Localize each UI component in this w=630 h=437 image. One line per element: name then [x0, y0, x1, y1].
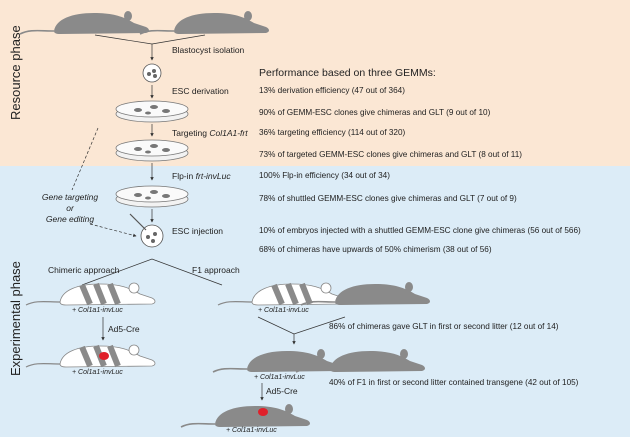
- injection-embryo-icon: [140, 224, 164, 248]
- esc-dish-3: [115, 185, 189, 208]
- perf-row: 90% of GEMM-ESC clones give chimeras and…: [259, 108, 491, 117]
- gene-targeting-label: Gene targeting or Gene editing: [41, 192, 99, 224]
- perf-row: 78% of shuttled GEMM-ESC clones give chi…: [259, 194, 517, 203]
- caption-f1-tumor: + Col1a1-invLuc: [226, 427, 277, 434]
- caption-f1-offspring: + Col1a1-invLuc: [254, 374, 305, 381]
- step-esc-injection: ESC injection: [172, 226, 224, 236]
- donor-mouse-2: [139, 10, 270, 35]
- step-blastocyst-isolation: Blastocyst isolation: [172, 45, 245, 55]
- injection-needle-icon: [129, 213, 147, 231]
- caption-f1: + Col1a1-invLuc: [258, 307, 309, 314]
- perf-row: 86% of chimeras gave GLT in first or sec…: [329, 322, 559, 331]
- blastocyst-icon: [142, 63, 162, 83]
- perf-row: 68% of chimeras have upwards of 50% chim…: [259, 245, 492, 254]
- perf-row: 40% of F1 in first or second litter cont…: [329, 378, 579, 387]
- chimeric-mouse: [26, 283, 155, 305]
- step-esc-derivation: ESC derivation: [172, 86, 229, 96]
- esc-dish-1: [115, 100, 189, 123]
- perf-row: 36% targeting efficiency (114 out of 320…: [259, 128, 406, 137]
- perf-row: 100% Flp-in efficiency (34 out of 34): [259, 171, 390, 180]
- caption-chimera: + Col1a1-invLuc: [72, 307, 123, 314]
- perf-row: 13% derivation efficiency (47 out of 364…: [259, 86, 405, 95]
- esc-dish-2: [115, 139, 189, 162]
- f1-approach-label: F1 approach: [192, 265, 240, 275]
- donor-mouse-1: [19, 10, 150, 35]
- perf-row: 10% of embryos injected with a shuttled …: [259, 226, 581, 235]
- step-targeting: Targeting Col1A1-frt: [172, 128, 248, 138]
- chimeric-mouse-tumor: [26, 345, 155, 367]
- perf-row: 73% of targeted GEMM-ESC clones give chi…: [259, 150, 523, 159]
- performance-title: Performance based on three GEMMs:: [259, 67, 436, 79]
- ad5cre-bottom-label: Ad5-Cre: [266, 386, 298, 396]
- tumor-marker-left: [99, 352, 109, 360]
- step-flp-in: Flp-in frt-invLuc: [172, 171, 231, 181]
- tumor-marker-bottom: [258, 408, 268, 416]
- caption-chimera-tumor: + Col1a1-invLuc: [72, 369, 123, 376]
- chimeric-approach-label: Chimeric approach: [48, 265, 120, 275]
- ad5cre-left-label: Ad5-Cre: [108, 324, 140, 334]
- f1-mouse-tumor: [180, 403, 311, 428]
